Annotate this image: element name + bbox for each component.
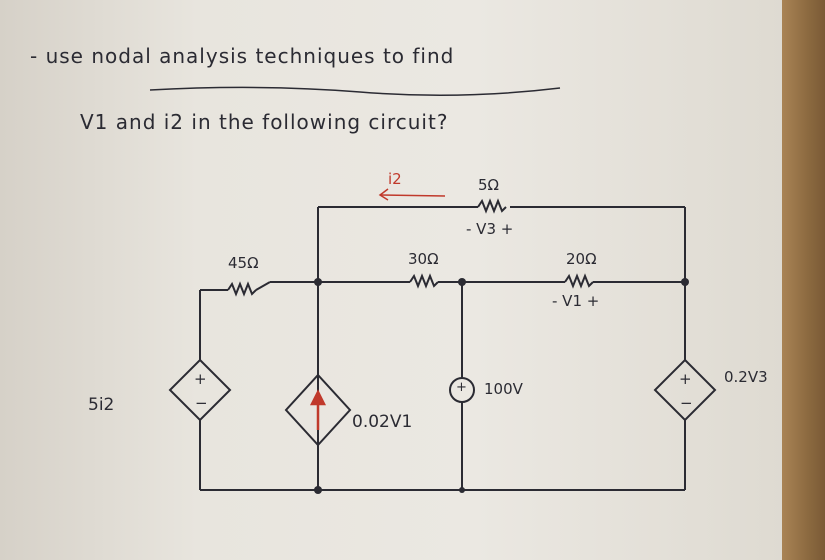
node-right bbox=[681, 278, 689, 286]
current-arrow-icon bbox=[309, 389, 327, 430]
resistor-45ohm bbox=[227, 281, 257, 297]
v1-label: - V1 + bbox=[552, 292, 600, 310]
i2-label: i2 bbox=[388, 170, 402, 188]
question-line-1: - use nodal analysis techniques to find bbox=[30, 44, 455, 68]
r20-label: 20Ω bbox=[566, 250, 597, 268]
paper-background bbox=[0, 0, 790, 560]
plus-sign: + bbox=[456, 380, 467, 395]
underline-mark bbox=[149, 86, 561, 96]
plus-sign: + bbox=[194, 370, 207, 388]
node-center bbox=[314, 278, 322, 286]
source-100v-label: 100V bbox=[484, 380, 523, 398]
node-mid bbox=[458, 278, 466, 286]
r30-label: 30Ω bbox=[408, 250, 439, 268]
dependent-voltage-source-02v3 bbox=[653, 358, 717, 422]
r45-label: 45Ω bbox=[228, 254, 259, 272]
current-source-label: 0.02V1 bbox=[352, 412, 413, 432]
dependent-voltage-source-5i2 bbox=[168, 358, 232, 422]
dependent-current-source bbox=[284, 373, 352, 447]
resistor-5ohm bbox=[477, 198, 507, 214]
independent-voltage-source-100v bbox=[449, 377, 475, 403]
plus-sign: + bbox=[679, 370, 692, 388]
question-line-2: V1 and i2 in the following circuit? bbox=[80, 110, 449, 134]
v3-label: - V3 + bbox=[466, 220, 514, 238]
node-bottom-mid bbox=[459, 487, 465, 493]
resistor-20ohm bbox=[564, 273, 594, 289]
source-02v3-label: 0.2V3 bbox=[724, 368, 768, 386]
minus-sign: − bbox=[195, 394, 208, 412]
node-bottom bbox=[314, 486, 322, 494]
source-5i2-label: 5i2 bbox=[88, 395, 115, 415]
wood-edge bbox=[782, 0, 825, 560]
r5-label: 5Ω bbox=[478, 176, 500, 194]
minus-sign: − bbox=[680, 394, 693, 412]
resistor-30ohm bbox=[409, 273, 439, 289]
i2-arrow bbox=[379, 194, 446, 197]
